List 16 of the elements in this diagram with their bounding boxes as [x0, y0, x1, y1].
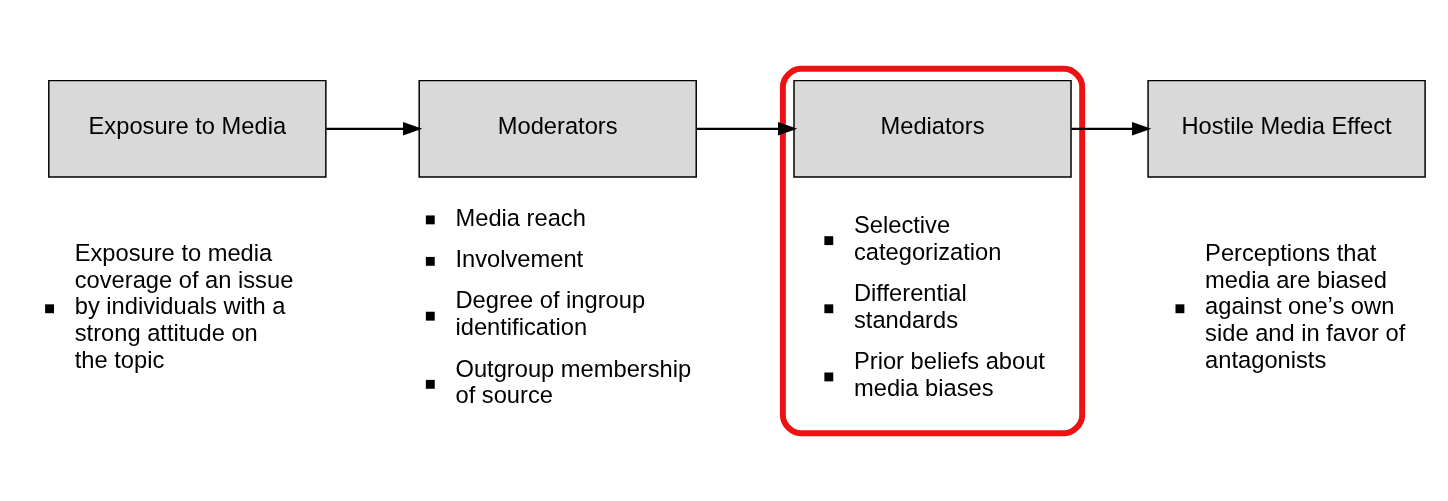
- node-label: Differential standards: [854, 279, 967, 333]
- node-label: Prior beliefs about media biases: [854, 347, 1045, 401]
- node-label: Outgroup membership of source: [455, 355, 692, 408]
- node-label: Degree of ingroup identification: [455, 286, 646, 340]
- node-label: Selective categorization: [854, 211, 1002, 265]
- arrow: [1071, 121, 1152, 136]
- node-label: Perceptions that media are biased against one’s own side and in favor of antagonists: [1205, 239, 1406, 373]
- node-box: Hostile Media Effect: [1147, 79, 1426, 178]
- node-label: Media reach: [455, 204, 586, 231]
- node-label: Exposure to media coverage of an issue by individuals with a strong attitude on the topic: [74, 239, 294, 373]
- arrow: [326, 121, 423, 136]
- node-label: Involvement: [455, 245, 584, 272]
- node-box: Exposure to Media: [48, 79, 327, 178]
- arrow: [696, 121, 798, 136]
- node-box: Mediators: [793, 79, 1072, 178]
- node-box: Moderators: [418, 79, 697, 178]
